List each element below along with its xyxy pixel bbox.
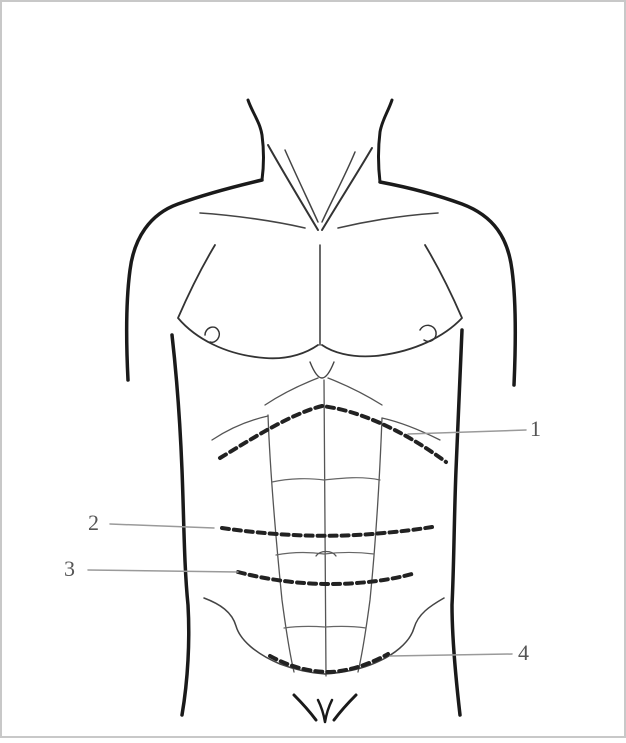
label-4: 4 [518,642,529,664]
label-2: 2 [88,512,99,534]
right-clavicle [338,213,438,228]
neck-right-outline [379,100,393,182]
groin-center [318,700,332,722]
right-torso-outline [452,330,462,715]
rectus-left-border [268,415,294,672]
left-shoulder-arm-outline [127,180,262,380]
label-3: 3 [64,558,75,580]
lower-chest-left [212,416,268,440]
abs-line-1 [272,478,380,482]
rectus-right-border [358,418,382,672]
costal-arch-left [265,378,318,405]
incision-2-transverse-upper [222,527,432,536]
leader-line-4 [390,654,512,656]
leader-line-2 [110,524,214,528]
label-1: 1 [530,418,541,440]
abs-line-3 [284,626,366,628]
leader-line-3 [88,570,238,572]
right-nipple [420,325,436,341]
groin-left [294,695,316,720]
groin-right [334,695,356,720]
right-pectoral [322,245,462,356]
xiphoid [310,362,334,378]
leader-line-1 [408,430,526,434]
lower-abdomen-left [204,598,325,674]
incision-4-pfannenstiel [270,654,388,672]
linea-alba [324,380,326,676]
left-clavicle [200,213,305,228]
neck-muscle-right-inner [322,152,355,222]
right-shoulder-arm-outline [380,182,515,385]
left-torso-outline [172,335,189,715]
left-nipple [205,327,219,342]
lower-abdomen-right [325,598,444,674]
neck-muscle-right [322,148,372,230]
costal-arch-right [328,378,382,405]
neck-muscle-left [268,145,318,230]
left-pectoral [178,245,318,358]
neck-left-outline [248,100,264,180]
neck-muscle-left-inner [285,150,318,222]
